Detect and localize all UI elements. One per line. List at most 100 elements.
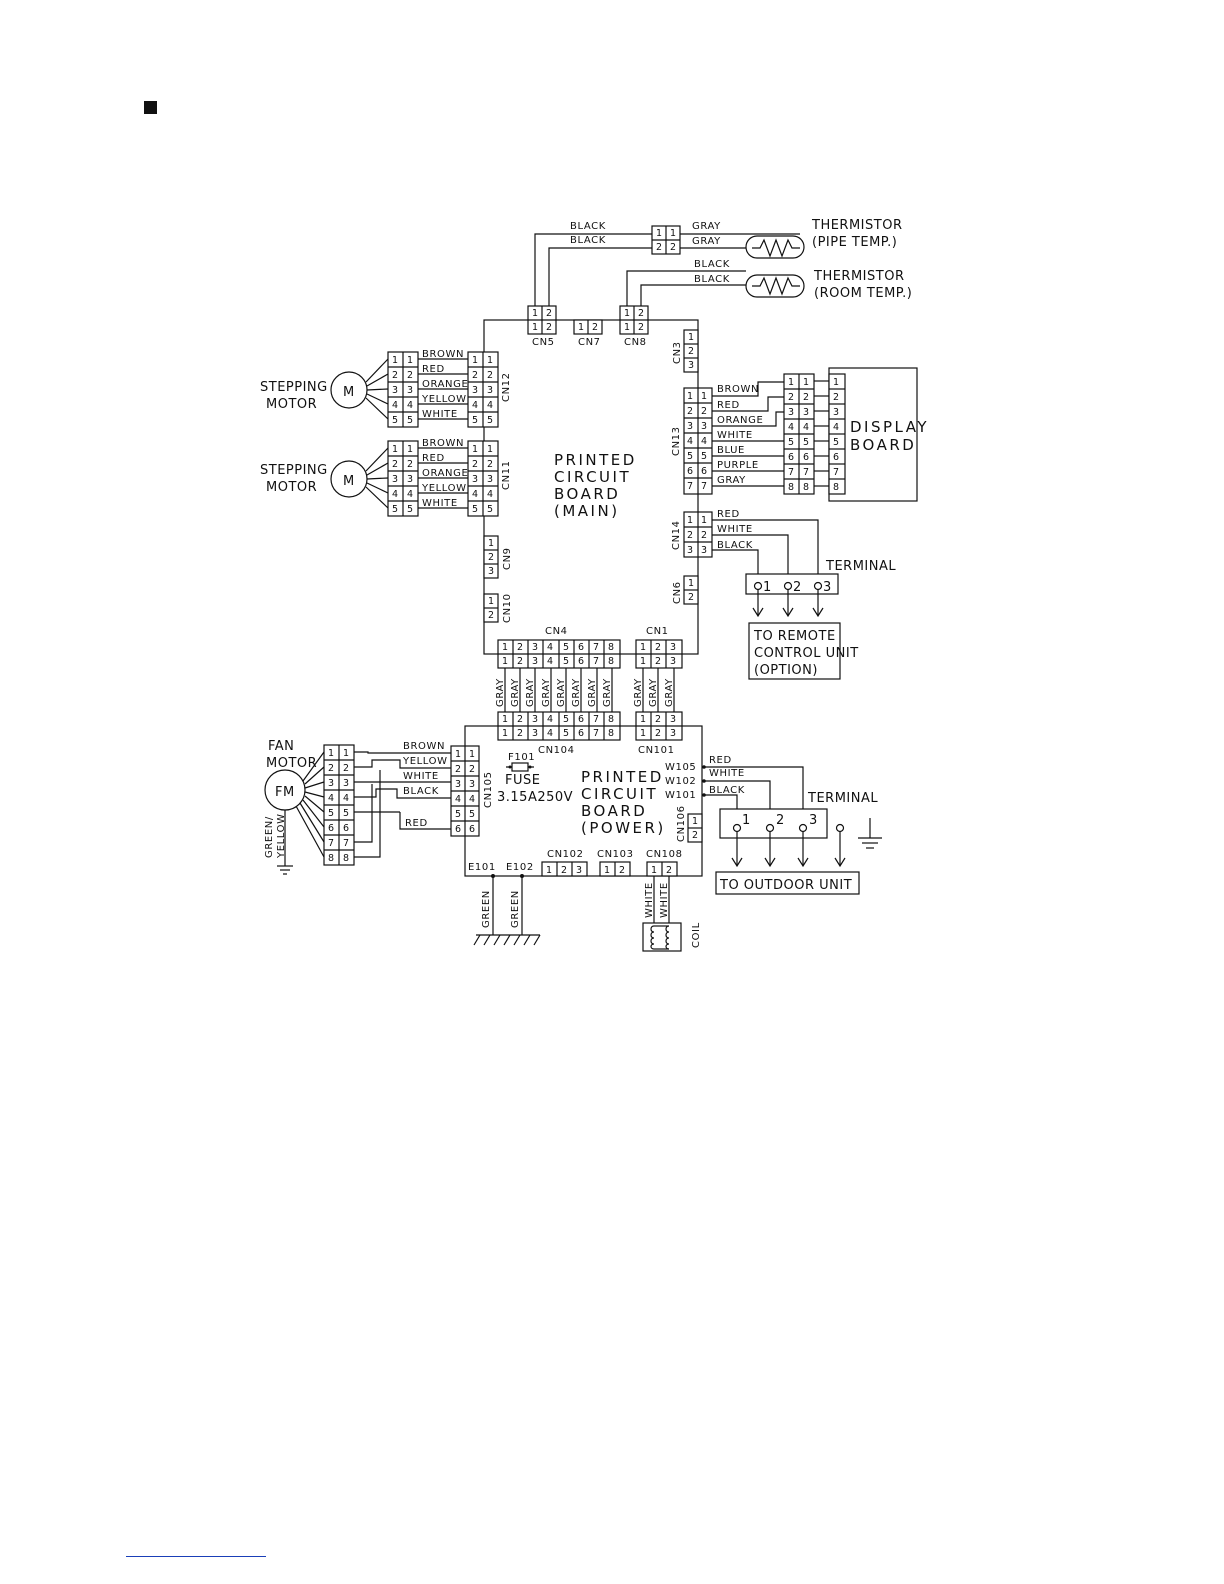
svg-text:3: 3 — [823, 580, 832, 595]
svg-text:GRAY: GRAY — [556, 678, 567, 707]
svg-text:1: 1 — [455, 749, 461, 760]
svg-text:GRAY: GRAY — [692, 236, 721, 247]
svg-text:CN12: CN12 — [501, 372, 512, 402]
svg-text:CN11: CN11 — [501, 460, 512, 490]
svg-text:RED: RED — [709, 755, 732, 766]
svg-text:2: 2 — [455, 764, 461, 775]
svg-text:GREEN/: GREEN/ — [264, 816, 275, 858]
svg-text:2: 2 — [687, 530, 693, 541]
svg-text:2: 2 — [793, 580, 802, 595]
svg-text:BROWN: BROWN — [422, 349, 464, 360]
svg-text:W101: W101 — [665, 790, 696, 801]
svg-text:2: 2 — [546, 322, 552, 333]
svg-text:2: 2 — [701, 406, 707, 417]
svg-text:6: 6 — [788, 452, 794, 463]
svg-text:3.15A250V: 3.15A250V — [497, 790, 573, 805]
svg-text:BLACK: BLACK — [403, 786, 439, 797]
svg-text:4: 4 — [803, 422, 809, 433]
svg-text:1: 1 — [763, 580, 772, 595]
svg-text:2: 2 — [670, 242, 676, 253]
svg-text:1: 1 — [488, 538, 494, 549]
svg-text:2: 2 — [487, 459, 493, 470]
main-board — [483, 319, 699, 655]
svg-text:1: 1 — [692, 816, 698, 827]
svg-text:CN14: CN14 — [671, 520, 682, 550]
svg-text:4: 4 — [328, 793, 334, 804]
svg-text:TO REMOTE: TO REMOTE — [753, 629, 836, 644]
svg-text:FUSE: FUSE — [505, 773, 540, 788]
svg-text:7: 7 — [593, 642, 599, 653]
svg-text:3: 3 — [670, 728, 676, 739]
svg-text:2: 2 — [833, 392, 839, 403]
svg-text:1: 1 — [687, 515, 693, 526]
svg-text:2: 2 — [488, 552, 494, 563]
svg-text:COIL: COIL — [691, 922, 702, 948]
svg-text:3: 3 — [833, 407, 839, 418]
svg-text:1: 1 — [742, 813, 751, 828]
svg-text:WHITE: WHITE — [422, 409, 458, 420]
svg-text:1: 1 — [488, 596, 494, 607]
svg-text:2: 2 — [561, 865, 567, 876]
svg-text:4: 4 — [455, 794, 461, 805]
svg-text:1: 1 — [624, 322, 630, 333]
svg-text:1: 1 — [502, 642, 508, 653]
svg-text:3: 3 — [392, 474, 398, 485]
svg-text:(POWER): (POWER) — [581, 819, 666, 837]
svg-text:2: 2 — [666, 865, 672, 876]
svg-text:4: 4 — [343, 793, 349, 804]
svg-text:1: 1 — [502, 714, 508, 725]
svg-text:5: 5 — [833, 437, 839, 448]
svg-text:PRINTED: PRINTED — [581, 768, 664, 786]
svg-text:RED: RED — [717, 509, 740, 520]
svg-text:6: 6 — [803, 452, 809, 463]
svg-text:4: 4 — [487, 489, 493, 500]
svg-text:8: 8 — [803, 482, 809, 493]
svg-text:MOTOR: MOTOR — [266, 756, 317, 771]
svg-text:4: 4 — [469, 794, 475, 805]
svg-text:4: 4 — [547, 728, 553, 739]
svg-text:RED: RED — [405, 818, 428, 829]
svg-text:W102: W102 — [665, 776, 696, 787]
svg-text:GREEN: GREEN — [510, 890, 521, 928]
svg-text:6: 6 — [578, 642, 584, 653]
svg-text:7: 7 — [593, 656, 599, 667]
svg-text:3: 3 — [701, 421, 707, 432]
svg-text:DISPLAY: DISPLAY — [850, 418, 929, 436]
svg-text:CN9: CN9 — [502, 547, 513, 570]
svg-text:3: 3 — [687, 421, 693, 432]
svg-text:4: 4 — [472, 489, 478, 500]
svg-text:3: 3 — [328, 778, 334, 789]
svg-text:1: 1 — [532, 308, 538, 319]
svg-text:2: 2 — [638, 308, 644, 319]
svg-text:1: 1 — [472, 355, 478, 366]
svg-text:2: 2 — [655, 642, 661, 653]
svg-text:M: M — [343, 474, 355, 489]
svg-text:WHITE: WHITE — [644, 882, 655, 918]
svg-text:7: 7 — [803, 467, 809, 478]
svg-text:BOARD: BOARD — [554, 485, 620, 503]
svg-text:2: 2 — [687, 406, 693, 417]
svg-text:3: 3 — [670, 714, 676, 725]
svg-text:GRAY: GRAY — [633, 678, 644, 707]
svg-text:CN102: CN102 — [547, 849, 584, 860]
svg-text:4: 4 — [687, 436, 693, 447]
svg-text:1: 1 — [833, 377, 839, 388]
svg-text:1: 1 — [392, 355, 398, 366]
svg-text:2: 2 — [487, 370, 493, 381]
svg-text:1: 1 — [407, 444, 413, 455]
svg-text:4: 4 — [833, 422, 839, 433]
svg-text:6: 6 — [578, 728, 584, 739]
svg-text:2: 2 — [655, 656, 661, 667]
svg-text:2: 2 — [517, 642, 523, 653]
svg-text:3: 3 — [688, 360, 694, 371]
svg-text:CN108: CN108 — [646, 849, 683, 860]
footer-link-rule — [126, 1556, 266, 1557]
svg-text:6: 6 — [833, 452, 839, 463]
svg-text:GRAY: GRAY — [525, 678, 536, 707]
svg-text:WHITE: WHITE — [403, 771, 439, 782]
